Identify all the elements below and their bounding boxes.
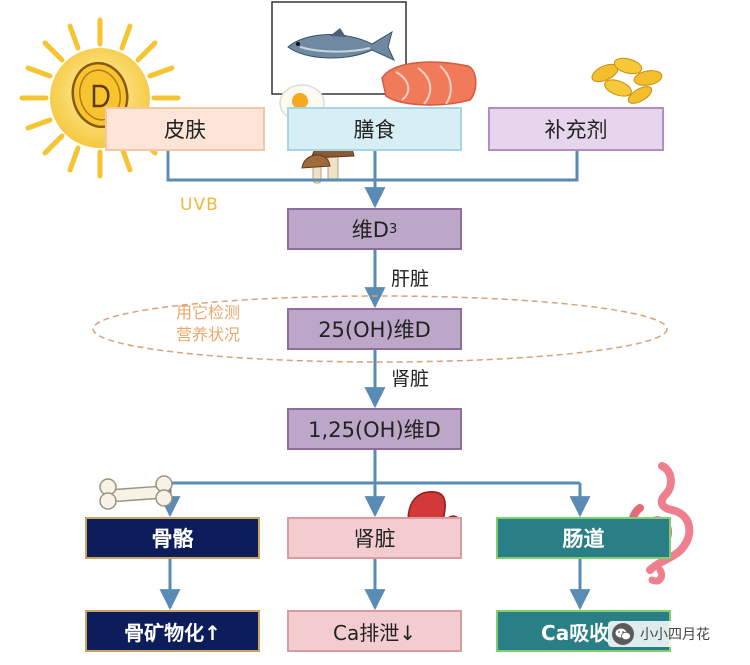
- 25oh-vitamin-d-box: 25(OH)维D: [287, 308, 462, 350]
- kidney-step-label: 肾脏: [391, 368, 430, 390]
- assessment-line-1: 用它检测: [176, 303, 241, 322]
- vitamin-d3-text: 维D: [351, 218, 389, 242]
- kidney-box: 肾脏: [287, 517, 462, 559]
- tuna-fish-icon: [287, 28, 396, 62]
- diet-box: 膳食: [287, 107, 462, 151]
- bone-box: 骨骼: [85, 517, 260, 559]
- watermark: 小小四月花: [608, 621, 716, 647]
- uvb-label: UVB: [180, 195, 219, 215]
- target-connectors: [170, 450, 580, 485]
- assessment-dashed-ellipse: [92, 295, 668, 363]
- source-connectors: [166, 151, 579, 182]
- intestine-box: 肠道: [496, 517, 671, 559]
- assessment-note: 用它检测 营养状况: [176, 302, 240, 346]
- calcium-excretion-box: Ca排泄↓: [287, 610, 462, 652]
- assessment-line-2: 营养状况: [176, 325, 241, 344]
- supplement-box: 补充剂: [488, 107, 664, 151]
- bone-mineralization-box: 骨矿物化↑: [85, 610, 260, 652]
- supplement-capsules-icon: [591, 57, 663, 104]
- liver-label: 肝脏: [391, 268, 430, 290]
- vitamin-d3-subscript: 3: [388, 221, 398, 237]
- 125oh-vitamin-d-box: 1,25(OH)维D: [287, 408, 462, 450]
- salmon-icon: [381, 61, 477, 106]
- skin-box: 皮肤: [105, 107, 265, 151]
- bone-icon: [99, 475, 173, 510]
- watermark-text: 小小四月花: [640, 627, 710, 643]
- sun-vitamin-d-icon: [19, 17, 181, 179]
- wechat-icon: [612, 623, 634, 645]
